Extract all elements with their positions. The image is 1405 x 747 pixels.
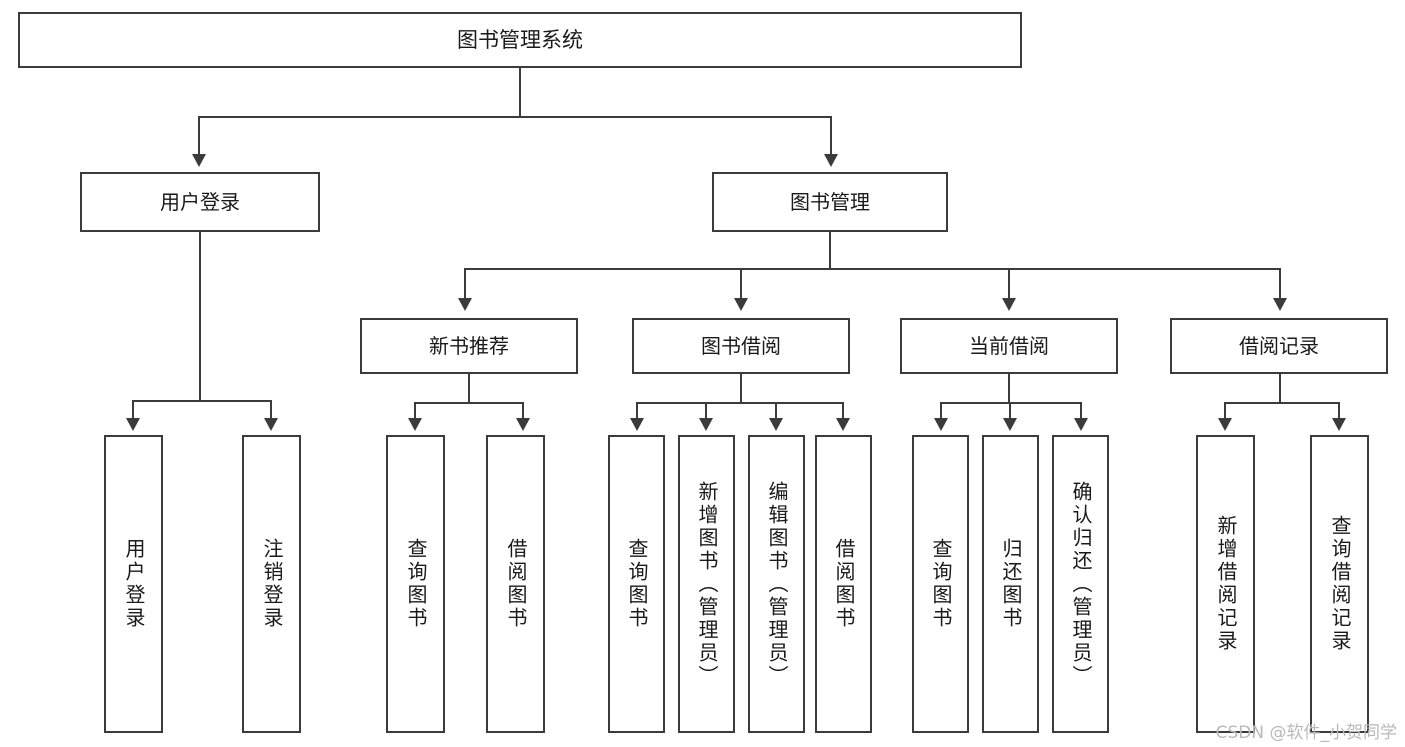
node-label: 借阅图书 [832,538,856,630]
arrow-userlogin-to-leaf1 [126,418,140,431]
arrow-bookborrow-to-leaf2 [699,418,713,431]
edge-bookmgmt-to-lvl2-4 [1279,268,1281,300]
edge-bookborrow-stem [740,374,742,404]
arrow-bookborrow-to-leaf4 [836,418,850,431]
edge-currentborrow-to-leaf3 [1080,402,1082,420]
node-label: 查询图书 [625,538,649,630]
node-label: 查询借阅记录 [1328,515,1352,653]
leaf-book-borrow-edit-admin[interactable]: 编辑图书（管理员） [748,435,805,733]
arrow-userlogin-to-leaf2 [264,418,278,431]
node-label: 图书管理 [790,189,870,214]
edge-userlogin-to-leaf2 [270,400,272,420]
node-label: 查询图书 [929,538,953,630]
edge-root-to-bookmgmt [830,116,832,156]
node-label: 新增借阅记录 [1214,515,1238,653]
leaf-current-borrow-return[interactable]: 归还图书 [982,435,1039,733]
edge-bookborrow-bus [636,402,843,404]
arrow-newbook-to-leaf2 [516,418,530,431]
arrow-newbook-to-leaf1 [408,418,422,431]
leaf-new-book-borrow[interactable]: 借阅图书 [486,435,545,733]
edge-currentborrow-stem [1008,374,1010,404]
node-label: 借阅记录 [1239,333,1319,358]
leaf-user-login-logout[interactable]: 注销登录 [242,435,301,733]
edge-userlogin-bus [132,400,270,402]
node-user-login[interactable]: 用户登录 [80,172,320,232]
edge-bookborrow-to-leaf3 [775,402,777,420]
node-label: 图书借阅 [701,333,781,358]
edge-newbook-bus [414,402,524,404]
node-new-book-recommend[interactable]: 新书推荐 [360,318,578,374]
node-label: 编辑图书（管理员） [765,480,789,688]
arrow-root-to-bookmgmt [824,154,838,167]
arrow-bookborrow-to-leaf3 [769,418,783,431]
edge-root-bus [198,116,832,118]
edge-newbook-to-leaf2 [522,402,524,420]
edge-newbook-to-leaf1 [414,402,416,420]
watermark-text: CSDN @软件_小贺同学 [1215,723,1397,743]
edge-root-stem [519,68,521,116]
leaf-current-borrow-confirm-admin[interactable]: 确认归还（管理员） [1052,435,1109,733]
arrow-currentborrow-to-leaf2 [1003,418,1017,431]
leaf-book-borrow-add-admin[interactable]: 新增图书（管理员） [678,435,735,733]
node-label: 查询图书 [404,538,428,630]
node-label: 新书推荐 [429,333,509,358]
arrow-bookmgmt-to-lvl2-3 [1002,298,1016,311]
arrow-borrowrecord-to-leaf2 [1332,418,1346,431]
arrow-bookmgmt-to-lvl2-2 [734,298,748,311]
node-label: 新增图书（管理员） [695,480,719,688]
edge-bookmgmt-stem [829,232,831,270]
node-borrow-record[interactable]: 借阅记录 [1170,318,1388,374]
edge-borrowrecord-to-leaf1 [1224,402,1226,420]
node-label: 当前借阅 [969,333,1049,358]
edge-bookmgmt-to-lvl2-3 [1008,268,1010,300]
edge-currentborrow-to-leaf1 [940,402,942,420]
edge-bookmgmt-to-lvl2-2 [740,268,742,300]
arrow-bookmgmt-to-lvl2-4 [1273,298,1287,311]
leaf-current-borrow-query[interactable]: 查询图书 [912,435,969,733]
edge-currentborrow-to-leaf2 [1009,402,1011,420]
arrow-currentborrow-to-leaf3 [1074,418,1088,431]
leaf-borrow-record-query[interactable]: 查询借阅记录 [1310,435,1369,733]
edge-userlogin-to-leaf1 [132,400,134,420]
edge-userlogin-stem [199,232,201,402]
node-label: 确认归还（管理员） [1069,480,1093,688]
leaf-user-login-login[interactable]: 用户登录 [104,435,163,733]
arrow-currentborrow-to-leaf1 [934,418,948,431]
node-label: 用户登录 [160,189,240,214]
edge-bookborrow-to-leaf4 [842,402,844,420]
node-current-borrow[interactable]: 当前借阅 [900,318,1118,374]
edge-newbook-stem [468,374,470,404]
node-label: 图书管理系统 [457,27,583,52]
leaf-book-borrow-borrow[interactable]: 借阅图书 [815,435,872,733]
edge-bookborrow-to-leaf2 [705,402,707,420]
node-label: 用户登录 [122,538,146,630]
edge-borrowrecord-bus [1224,402,1340,404]
leaf-book-borrow-query[interactable]: 查询图书 [608,435,665,733]
leaf-borrow-record-add[interactable]: 新增借阅记录 [1196,435,1255,733]
edge-borrowrecord-to-leaf2 [1338,402,1340,420]
edge-bookmgmt-bus [464,268,1281,270]
edge-root-to-userlogin [198,116,200,156]
node-book-management[interactable]: 图书管理 [712,172,948,232]
node-book-borrow[interactable]: 图书借阅 [632,318,850,374]
edge-borrowrecord-stem [1279,374,1281,404]
node-label: 归还图书 [999,538,1023,630]
node-root-system[interactable]: 图书管理系统 [18,12,1022,68]
node-label: 注销登录 [260,538,284,630]
edge-bookmgmt-to-lvl2-1 [464,268,466,300]
arrow-bookborrow-to-leaf1 [630,418,644,431]
node-label: 借阅图书 [504,538,528,630]
arrow-bookmgmt-to-lvl2-1 [458,298,472,311]
arrow-root-to-userlogin [192,154,206,167]
leaf-new-book-query[interactable]: 查询图书 [386,435,445,733]
edge-bookborrow-to-leaf1 [636,402,638,420]
arrow-borrowrecord-to-leaf1 [1218,418,1232,431]
